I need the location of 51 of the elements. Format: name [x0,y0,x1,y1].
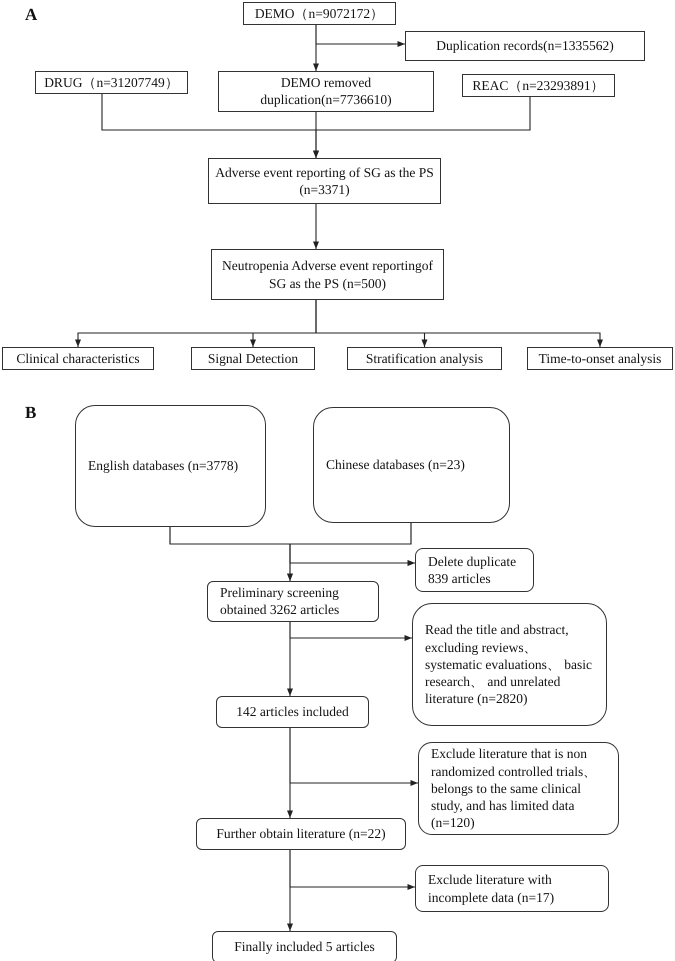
rounded-process-box [415,865,609,912]
process-box [347,347,502,370]
arrow [312,24,320,71]
box-text: Delete duplicate 839 articles [428,552,518,588]
process-box [191,347,315,370]
box-text: Exclude literature that is non randomized controlled trials、 belongs to the same clinical study, and has limited data (n=120) [431,745,598,832]
box-text: DEMO removed duplication(n=7736610) [259,74,393,109]
process-box [211,249,444,300]
rounded-process-box [415,548,534,592]
box-text: Read the title and abstract, excluding reviews、 systematic evaluations、 basic research、 and unrelated literature (n=2820) [425,621,593,708]
process-box [2,347,154,370]
arrow [312,204,320,249]
arrow [315,300,604,347]
box-text: English databases (n=3778) [88,457,238,475]
process-box [208,158,441,204]
box-text: DEMO（n=9072172） [254,5,384,22]
process-box [243,2,396,26]
process-box [405,31,645,61]
arrow [312,96,531,158]
rounded-process-box [412,603,607,726]
arrow [289,523,415,566]
box-text: Time-to-onset analysis [538,350,662,368]
rounded-process-box [207,581,379,622]
box-text: REAC（n=23293891） [472,77,605,94]
box-text: 142 articles included [236,703,349,721]
process-box [462,74,615,98]
process-box [218,71,434,112]
rounded-process-box [75,405,266,527]
arrow [286,850,294,931]
rounded-process-box [212,931,397,961]
panel-letter: B [25,403,36,423]
box-text: Preliminary screening obtained 3262 articles [220,584,340,619]
box-text: Further obtain literature (n=22) [216,825,386,843]
arrow [286,728,294,818]
box-text: Adverse event reporting of SG as the PS (n=3371) [214,164,435,198]
rounded-process-box [216,696,369,728]
rounded-process-box [196,818,406,850]
box-text: Signal Detection [208,350,298,368]
process-box [35,71,188,94]
process-box [527,347,673,370]
box-text: Stratification analysis [366,350,484,368]
box-text: Duplication records(n=1335562) [436,37,614,55]
box-text: Chinese databases (n=23) [326,456,465,474]
panel-letter: A [25,5,38,25]
rounded-process-box [313,407,510,523]
box-text: Finally included 5 articles [234,938,375,956]
box-text: Neutropenia Adverse event reportingof SG as the PS (n=500) [220,257,434,292]
rounded-process-box [418,742,619,835]
box-text: Exclude literature with incomplete data (n=17) [428,871,556,906]
box-text: Clinical characteristics [16,350,140,368]
box-text: DRUG（n=31207749） [44,74,179,92]
